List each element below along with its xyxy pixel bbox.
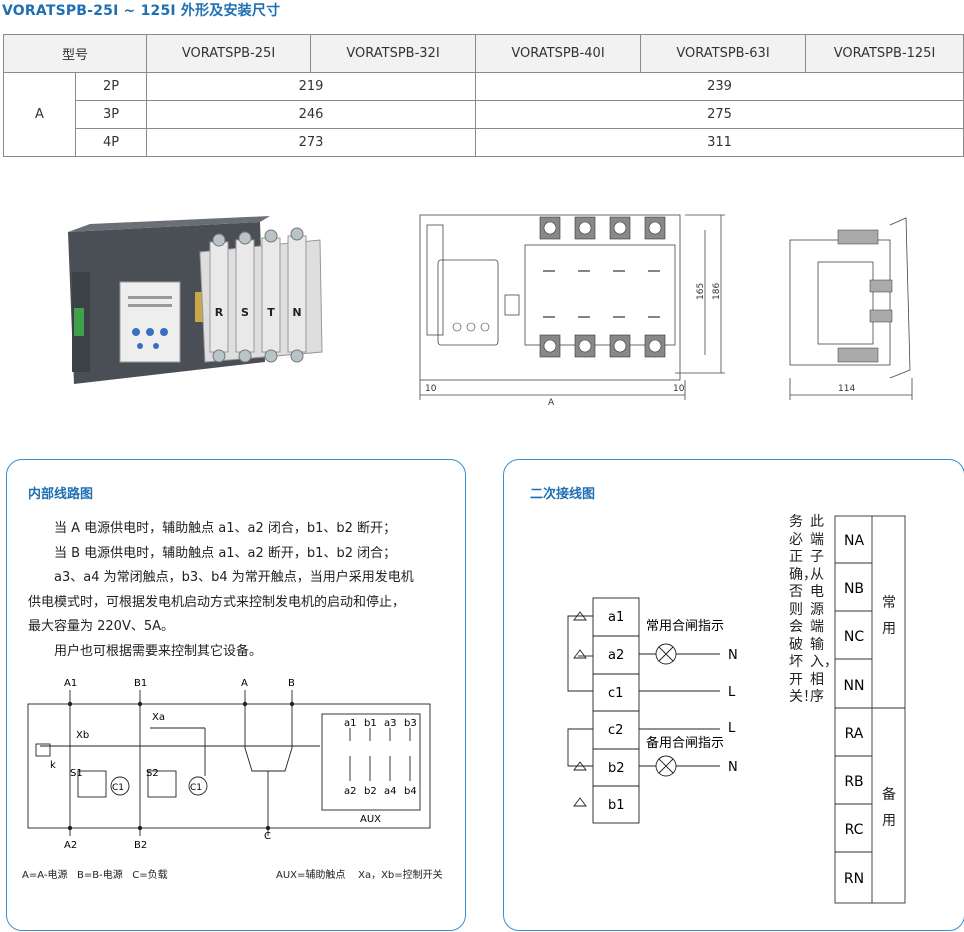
dim-165: 165 [696, 283, 706, 300]
internal-wiring-title: 内部线路图 [28, 487, 94, 502]
value-2p-large: 239 [475, 72, 964, 101]
model-col-5: VORATSPB-125I [805, 34, 964, 73]
terminal-rn: RN [844, 871, 864, 887]
aux-top-a3: a3 [384, 718, 397, 729]
description-line-2: 当 B 电源供电时，辅助触点 a1、a2 断开，b1、b2 闭合； [54, 545, 397, 561]
dim-left: 10 [425, 384, 437, 394]
internal-circuit-diagram: A1 B1 A B Xb Xa k S1 S2 C1 C1 A2 B2 C AU… [27, 678, 431, 851]
phase-label-n: N [292, 306, 301, 319]
model-header: 型号 [3, 34, 147, 73]
model-col-2: VORATSPB-32I [310, 34, 476, 73]
phase-label-r: R [215, 306, 224, 319]
model-col-4: VORATSPB-63I [640, 34, 806, 73]
terminal-c2: c2 [608, 723, 623, 738]
page-title: VORATSPB-25I ~ 125I 外形及安装尺寸 [2, 3, 281, 19]
description-line-1: 当 A 电源供电时，辅助触点 a1、a2 闭合，b1、b2 断开； [54, 521, 397, 536]
value-3p-large: 275 [475, 100, 964, 129]
internal-description: 当 A 电源供电时，辅助触点 a1、a2 闭合，b1、b2 断开； 当 B 电源… [28, 517, 458, 664]
value-3p-small: 246 [146, 100, 476, 129]
row-group-a: A [3, 72, 76, 157]
phase-label-s: S [241, 306, 249, 319]
pole-4p: 4P [75, 128, 147, 157]
description-line-5: 最大容量为 220V、5A。 [28, 619, 175, 634]
aux-bottom-b2: b2 [364, 786, 377, 797]
dim-114: 114 [838, 384, 855, 394]
terminal-b2: b2 [608, 761, 625, 776]
secondary-wiring-panel [503, 459, 964, 931]
legend-right: AUX=辅助触点 Xa，Xb=控制开关 [276, 870, 443, 881]
terminal-a1: a1 [608, 610, 624, 625]
normal-indicator-label: 常用合闸指示 [646, 619, 724, 634]
internal-wiring-panel [6, 459, 466, 931]
label-xa: Xa [152, 712, 165, 723]
pole-3p: 3P [75, 100, 147, 129]
label-xb: Xb [76, 730, 89, 741]
terminal-a2: a2 [608, 648, 624, 663]
terminal-b1: b1 [608, 798, 625, 813]
legend-left: A=A-电源 B=B-电源 C=负载 [22, 870, 168, 881]
phase-terminals [209, 227, 307, 363]
secondary-circuit-diagram: a1 a2 c1 c2 b2 b1 常用合闸指示 备用合闸指示 N L L N [567, 597, 738, 824]
label-b-top: B [288, 678, 295, 689]
terminal-nn: NN [844, 678, 865, 694]
terminal-na: NA [844, 533, 864, 549]
front-dimension-drawing: 10 10 A 165 186 [419, 214, 725, 408]
aux-top-b3: b3 [404, 718, 417, 729]
aux-bottom-a2: a2 [344, 786, 357, 797]
terminal-rb: RB [844, 774, 863, 790]
description-line-4: 供电模式时，可根据发电机启动方式来控制发电机的启动和停止， [28, 594, 406, 610]
aux-bottom-b4: b4 [404, 786, 417, 797]
label-c1-right: C1 [190, 783, 202, 793]
label-s1: S1 [70, 768, 83, 779]
aux-top-b1: b1 [364, 718, 377, 729]
dim-right: 10 [673, 384, 685, 394]
aux-top-a1: a1 [344, 718, 357, 729]
label-a1-top: A1 [64, 678, 77, 689]
label-b1-top: B1 [134, 678, 147, 689]
label-a2-bottom: A2 [64, 840, 77, 851]
aux-bottom-a4: a4 [384, 786, 397, 797]
phase-label-t: T [267, 306, 275, 319]
terminal-rc: RC [845, 822, 864, 838]
group-normal-label: 常用 [882, 595, 896, 637]
terminal-c1: c1 [608, 686, 623, 701]
label-b2-bottom: B2 [134, 840, 147, 851]
terminal-ra: RA [845, 726, 864, 742]
line-l2: L [728, 721, 736, 736]
standby-indicator-label: 备用合闸指示 [646, 735, 724, 751]
note-column-2: 此端子从电源端输入，相序 [810, 514, 838, 705]
note-column-1: 务必正确，否则会破坏开关！ [789, 514, 817, 705]
terminal-nb: NB [844, 581, 864, 597]
dimension-table: 型号 VORATSPB-25I VORATSPB-32I VORATSPB-40… [3, 34, 964, 157]
terminal-block-table: NA NB NC NN RA RB RC RN [834, 515, 906, 904]
product-image: R S T N [68, 216, 323, 384]
value-4p-large: 311 [475, 128, 964, 157]
line-l1: L [728, 685, 736, 700]
label-aux: AUX [360, 814, 381, 825]
label-a-top: A [241, 678, 248, 689]
model-col-3: VORATSPB-40I [475, 34, 641, 73]
description-line-3: a3、a4 为常闭触点，b3、b4 为常开触点，当用户采用发电机 [54, 570, 414, 585]
dim-186: 186 [712, 283, 722, 300]
label-s2: S2 [146, 768, 159, 779]
description-line-6: 用户也可根据需要来控制其它设备。 [54, 643, 263, 659]
terminal-nc: NC [844, 629, 864, 645]
value-4p-small: 273 [146, 128, 476, 157]
dim-width: A [548, 398, 555, 408]
pole-2p: 2P [75, 72, 147, 101]
label-c-bottom: C [264, 831, 271, 842]
line-n1: N [728, 648, 738, 663]
model-col-1: VORATSPB-25I [146, 34, 311, 73]
value-2p-small: 219 [146, 72, 476, 101]
side-dimension-drawing: 114 [789, 217, 913, 400]
label-c1-left: C1 [112, 783, 124, 793]
line-n2: N [728, 760, 738, 775]
group-standby-label: 备用 [882, 787, 896, 829]
secondary-wiring-title: 二次接线图 [530, 487, 596, 502]
label-k: k [50, 760, 56, 771]
